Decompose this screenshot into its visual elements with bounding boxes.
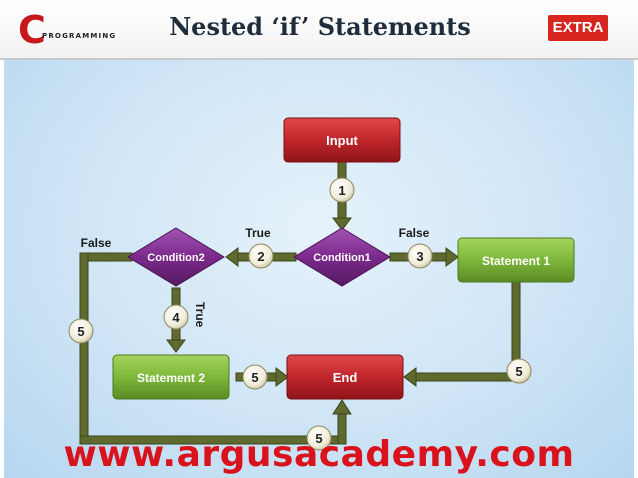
step-5-mid-marker: 5 (242, 364, 268, 390)
header-bar: C PROGRAMMING Nested ‘if’ Statements EXT… (0, 0, 638, 60)
condition2-label: Condition2 (147, 252, 204, 264)
extra-badge: EXTRA (548, 15, 608, 41)
step-5-left-marker: 5 (68, 318, 94, 344)
step-5-right-number: 5 (515, 364, 522, 379)
logo-text: PROGRAMMING (42, 32, 117, 40)
step-1-marker: 1 (329, 177, 355, 203)
step-3-number: 3 (416, 249, 423, 264)
step-4-marker: 4 (163, 304, 189, 330)
logo-letter: C (18, 8, 46, 52)
true-label-vertical: True (193, 302, 207, 328)
statement2-label: Statement 2 (137, 371, 205, 385)
statement1-node: Statement 1 (457, 237, 575, 283)
end-label: End (333, 370, 358, 385)
step-1-number: 1 (338, 183, 345, 198)
c-programming-logo: C PROGRAMMING (18, 10, 128, 50)
statement2-node: Statement 2 (112, 354, 230, 400)
condition2-node: Condition2 (127, 227, 225, 287)
step-5-mid-number: 5 (251, 370, 258, 385)
step-2-marker: 2 (248, 243, 274, 269)
step-5-right-marker: 5 (506, 358, 532, 384)
slide-title: Nested ‘if’ Statements (169, 12, 471, 41)
step-5-left-number: 5 (77, 324, 84, 339)
website-url: www.argusacademy.com (63, 434, 575, 475)
step-5-bottom-number: 5 (315, 431, 322, 446)
false-label-right: False (399, 226, 430, 240)
condition1-label: Condition1 (313, 252, 370, 264)
step-3-marker: 3 (407, 243, 433, 269)
end-node: End (286, 354, 404, 400)
condition1-node: Condition1 (293, 227, 391, 287)
true-label-top: True (245, 226, 271, 240)
statement1-label: Statement 1 (482, 254, 550, 268)
input-node: Input (283, 117, 401, 163)
input-label: Input (326, 133, 358, 148)
step-2-number: 2 (257, 249, 264, 264)
connectors (79, 161, 521, 445)
false-label-left: False (81, 236, 112, 250)
step-4-number: 4 (172, 310, 180, 325)
step-5-bottom-marker: 5 (306, 425, 332, 451)
